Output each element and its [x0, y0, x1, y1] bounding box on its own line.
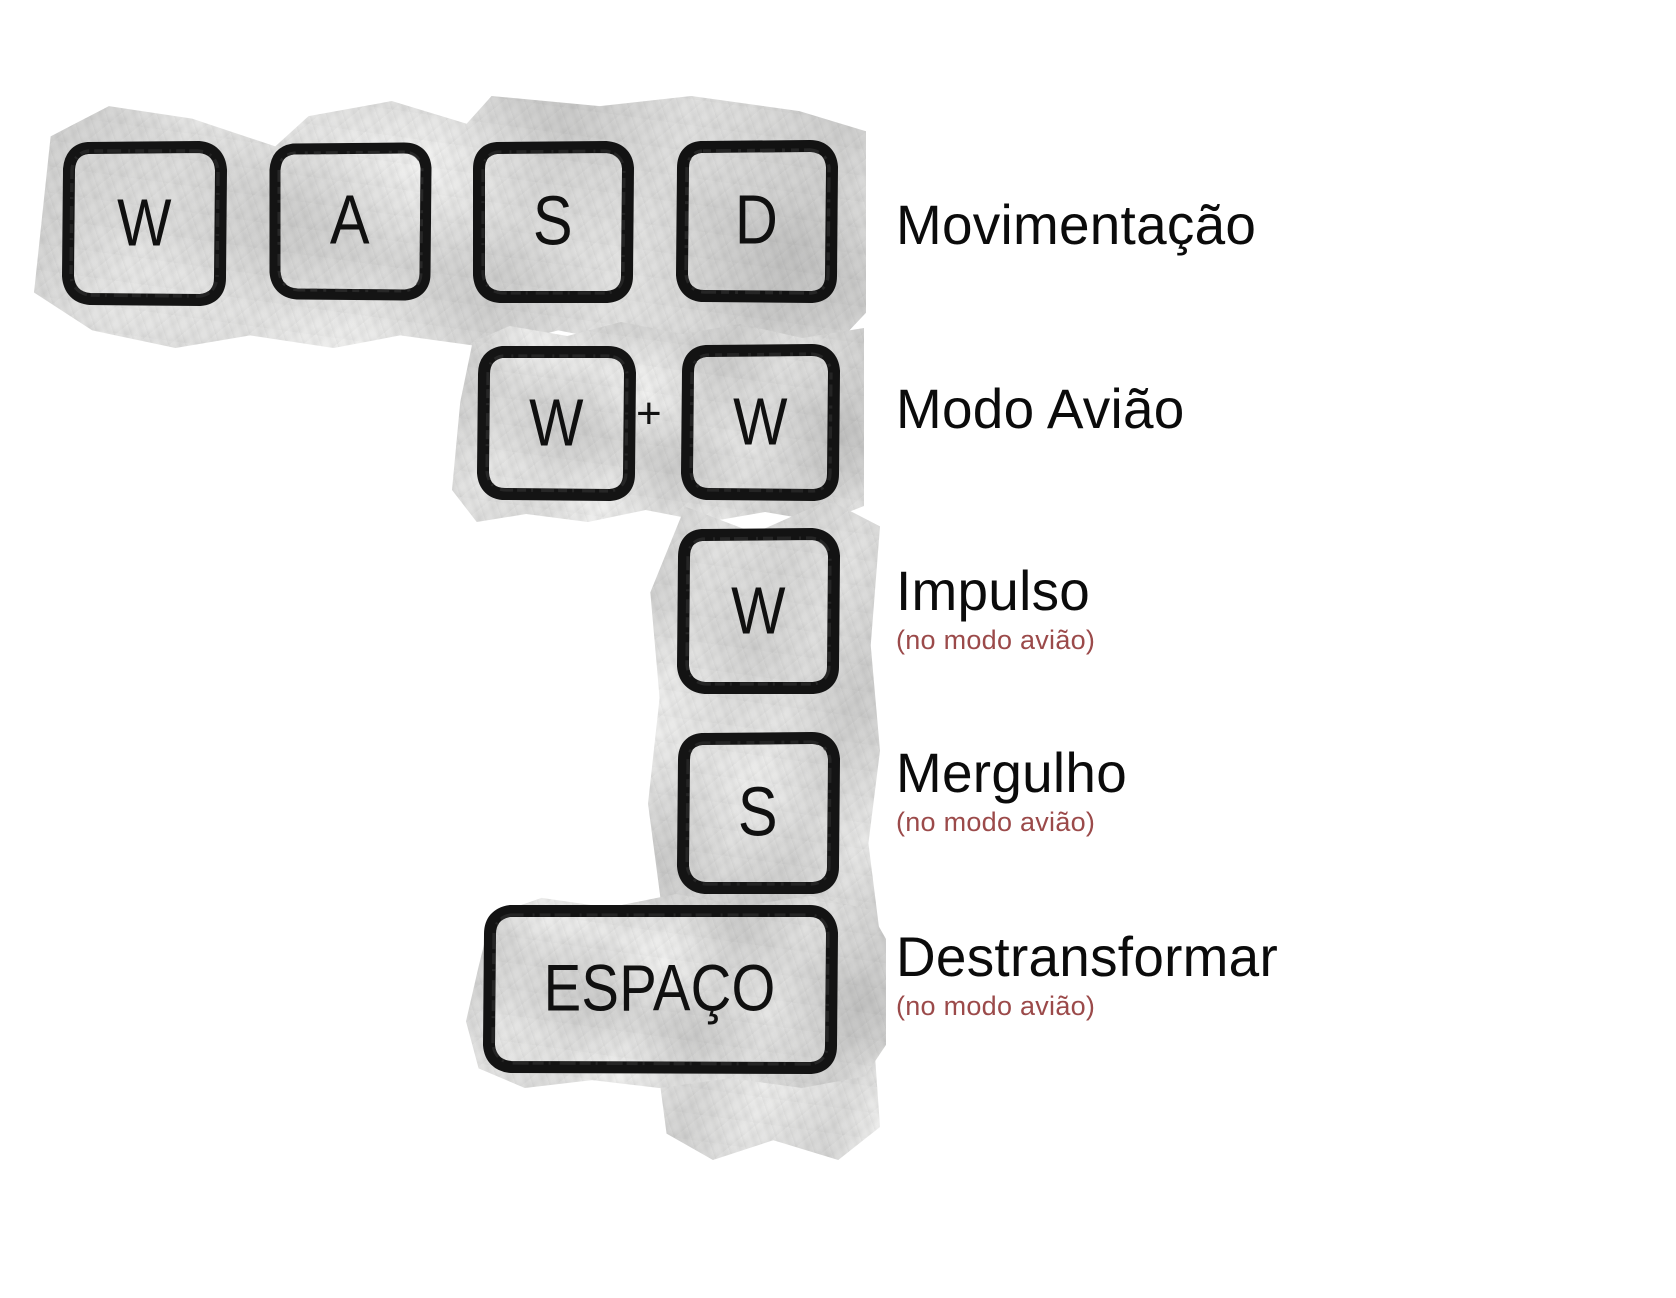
key-a-movement[interactable]: A: [268, 140, 432, 302]
action-row-movement: Movimentação: [896, 193, 1264, 256]
key-w-plane-second-label: W: [732, 383, 788, 459]
action-row-untransform: Destransformar (no modo avião): [896, 925, 1286, 1022]
key-s-movement[interactable]: S: [472, 140, 634, 304]
plus-sign: +: [636, 389, 662, 438]
key-d-movement[interactable]: D: [676, 138, 838, 304]
key-s-movement-label: S: [532, 182, 574, 261]
key-w-boost-label: W: [730, 572, 786, 648]
key-a-movement-label: A: [329, 181, 371, 260]
key-w-plane-first-label: W: [528, 384, 584, 460]
action-label-list: Movimentação Modo Avião Impulso (no modo…: [896, 0, 1656, 1298]
action-note-boost: (no modo avião): [896, 624, 1096, 655]
action-note-dive: (no modo avião): [896, 806, 1096, 837]
action-note-untransform: (no modo avião): [896, 990, 1096, 1021]
action-title-boost: Impulso: [896, 559, 1091, 622]
key-w-boost[interactable]: W: [676, 526, 840, 696]
paper-patch-space-row: [466, 893, 886, 1088]
action-title-dive: Mergulho: [896, 741, 1127, 804]
action-title-plane-mode: Modo Avião: [896, 377, 1185, 440]
key-s-dive-label: S: [737, 773, 779, 852]
action-row-boost: Impulso (no modo avião): [896, 559, 1096, 656]
key-w-plane-first[interactable]: W: [476, 344, 636, 502]
paper-patch-wasd-row: [34, 96, 866, 348]
key-space-untransform-label: ESPAÇO: [543, 951, 777, 1026]
action-title-movement: Movimentação: [896, 193, 1257, 256]
action-title-untransform: Destransformar: [896, 925, 1279, 988]
key-w-movement[interactable]: W: [62, 140, 227, 306]
key-s-dive[interactable]: S: [676, 730, 840, 896]
key-w-plane-second[interactable]: W: [680, 342, 840, 502]
action-row-plane-mode: Modo Avião: [896, 377, 1190, 440]
key-space-untransform[interactable]: ESPAÇO: [482, 902, 838, 1076]
action-row-dive: Mergulho (no modo avião): [896, 741, 1132, 838]
key-w-movement-label: W: [116, 184, 172, 260]
key-d-movement-label: D: [735, 181, 779, 260]
